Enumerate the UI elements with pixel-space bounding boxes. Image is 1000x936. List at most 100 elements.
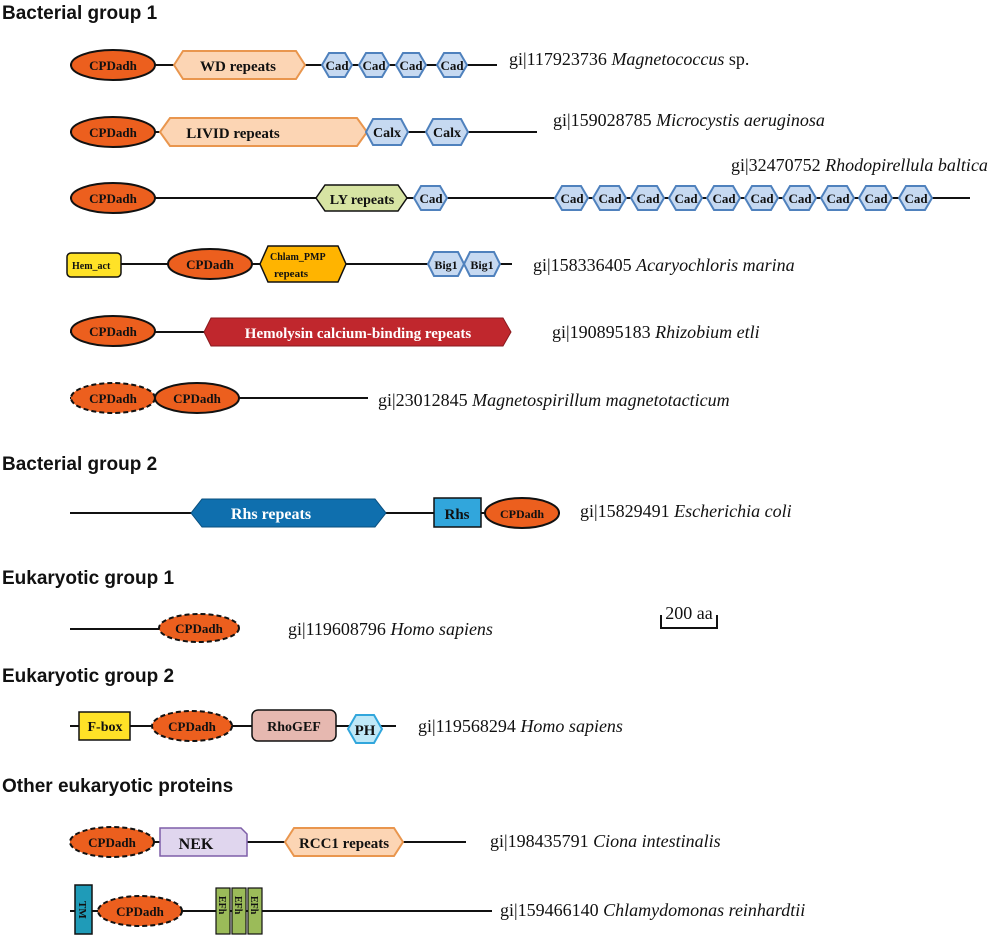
protein-label: gi|117923736 Magnetococcus sp. [509, 49, 749, 69]
ly-repeats-domain [315, 184, 408, 212]
cpdadh-domain [167, 248, 253, 280]
wd-repeats-label: WD repeats [200, 59, 276, 75]
hem-act-label: Hem_act [72, 261, 111, 272]
cpdadh-label: CPDadh [175, 621, 223, 636]
species: Homo sapiens [389, 619, 493, 639]
accession: gi|198435791 [490, 831, 589, 851]
heading-bacterial-group-2: Bacterial group 2 [2, 454, 157, 475]
cad-domain: Cad [897, 185, 934, 211]
species: Homo sapiens [519, 716, 623, 736]
rhs-domain [433, 497, 482, 528]
cpdadh-domain-dashed [151, 710, 233, 742]
cpdadh-domain [70, 315, 156, 347]
accession: gi|117923736 [509, 49, 607, 69]
rcc1-repeats-label: RCC1 repeats [299, 836, 389, 852]
protein-label: gi|159466140 Chlamydomonas reinhardtii [500, 900, 805, 920]
hemolysin-repeats-label: Hemolysin calcium-binding repeats [245, 326, 472, 342]
heading-eukaryotic-group-2: Eukaryotic group 2 [2, 666, 174, 687]
scale-bar: 200 aa [660, 603, 718, 629]
efh-domain: EFh [215, 887, 231, 935]
accession: gi|23012845 [378, 390, 468, 410]
protein-row-7: Rhs repeats Rhs CPDadh gi|15829491 Esche… [70, 497, 792, 529]
cad-domain: Cad [629, 185, 666, 211]
accession: gi|119608796 [288, 619, 386, 639]
cad-domain: Cad [667, 185, 704, 211]
species: Magnetospirillum magnetotacticum [471, 390, 729, 410]
cad-label: Cad [674, 191, 698, 206]
chlam-pmp-label: Chlam_PMP [270, 252, 326, 263]
hem-act-domain [66, 252, 122, 278]
cad-label: Cad [325, 58, 349, 73]
cad-domain: Cad [320, 52, 354, 78]
cad-domain: Cad [705, 185, 742, 211]
protein-label: gi|159028785 Microcystis aeruginosa [553, 110, 825, 130]
scale-bar-label: 200 aa [665, 603, 712, 623]
cpdadh-label: CPDadh [500, 507, 544, 521]
protein-row-10: CPDadh NEK RCC1 repeats gi|198435791 Cio… [69, 826, 721, 858]
heading-bacterial-group-1: Bacterial group 1 [2, 3, 158, 24]
protein-label: gi|32470752 Rhodopirellula baltica [731, 155, 988, 175]
cad-label: Cad [712, 191, 736, 206]
cpdadh-label: CPDadh [88, 835, 136, 850]
protein-label: gi|119608796 Homo sapiens [288, 619, 493, 639]
protein-row-3: CPDadh LY repeats Cad Cad Cad Cad Cad Ca… [70, 155, 988, 214]
cad-label: Cad [864, 191, 888, 206]
cpdadh-label: CPDadh [89, 125, 137, 140]
efh-label: EFh [232, 896, 243, 915]
nek-label: NEK [179, 836, 214, 853]
cad-domain: Cad [553, 185, 590, 211]
accession: gi|159028785 [553, 110, 652, 130]
rhs-repeats-domain [190, 498, 387, 528]
protein-row-4: Hem_act CPDadh Chlam_PMP repeats Big1 Bi… [66, 245, 795, 283]
cad-domain: Cad [412, 185, 449, 211]
species: Rhizobium etli [654, 322, 760, 342]
protein-row-11: TM CPDadh EFh EFh EFh gi|159466140 Chlam… [70, 884, 805, 935]
calx-label: Calx [373, 126, 401, 141]
livid-repeats-label: LIVID repeats [186, 126, 280, 142]
protein-row-5: CPDadh Hemolysin calcium-binding repeats… [70, 315, 760, 347]
species: Rhodopirellula baltica [824, 155, 988, 175]
cpdadh-domain-dashed [158, 613, 240, 643]
cad-label: Cad [750, 191, 774, 206]
calx-domain: Calx [364, 118, 410, 146]
protein-row-8: CPDadh gi|119608796 Homo sapiens [70, 613, 493, 643]
protein-row-1: CPDadh WD repeats Cad Cad Cad Cad gi|117… [70, 49, 749, 81]
big1-domain: Big1 [462, 251, 502, 277]
cpdadh-label: CPDadh [173, 391, 221, 406]
cad-label: Cad [362, 58, 386, 73]
ph-domain [346, 714, 384, 744]
cad-domain: Cad [357, 52, 391, 78]
calx-label: Calx [433, 126, 461, 141]
f-box-domain [78, 711, 131, 741]
calx-domain: Calx [424, 118, 470, 146]
protein-label: gi|15829491 Escherichia coli [580, 501, 792, 521]
scale-bar-line [660, 615, 718, 629]
cad-label: Cad [904, 191, 928, 206]
cpdadh-label: CPDadh [89, 391, 137, 406]
ph-label: PH [355, 723, 376, 739]
protein-label: gi|190895183 Rhizobium etli [552, 322, 760, 342]
species: Chlamydomonas reinhardtii [603, 900, 805, 920]
species-suffix: sp. [724, 49, 749, 69]
accession: gi|32470752 [731, 155, 821, 175]
species: Magnetococcus [610, 49, 724, 69]
species: Acaryochloris marina [635, 255, 794, 275]
cad-label: Cad [788, 191, 812, 206]
cpdadh-domain [70, 49, 156, 81]
efh-label: EFh [216, 896, 227, 915]
cpdadh-domain-dashed [69, 826, 155, 858]
species: Escherichia coli [673, 501, 791, 521]
nek-domain [159, 827, 248, 857]
chlam-pmp-domain [259, 245, 347, 283]
accession: gi|119568294 [418, 716, 516, 736]
ly-repeats-label: LY repeats [330, 193, 395, 208]
efh-label: EFh [248, 896, 259, 915]
heading-eukaryotic-group-1: Eukaryotic group 1 [2, 568, 175, 589]
tm-label: TM [76, 901, 88, 919]
protein-label: gi|23012845 Magnetospirillum magnetotact… [378, 390, 730, 410]
rhs-repeats-label: Rhs repeats [231, 506, 311, 523]
cad-label: Cad [826, 191, 850, 206]
cad-domain: Cad [591, 185, 628, 211]
big1-domain: Big1 [426, 251, 466, 277]
